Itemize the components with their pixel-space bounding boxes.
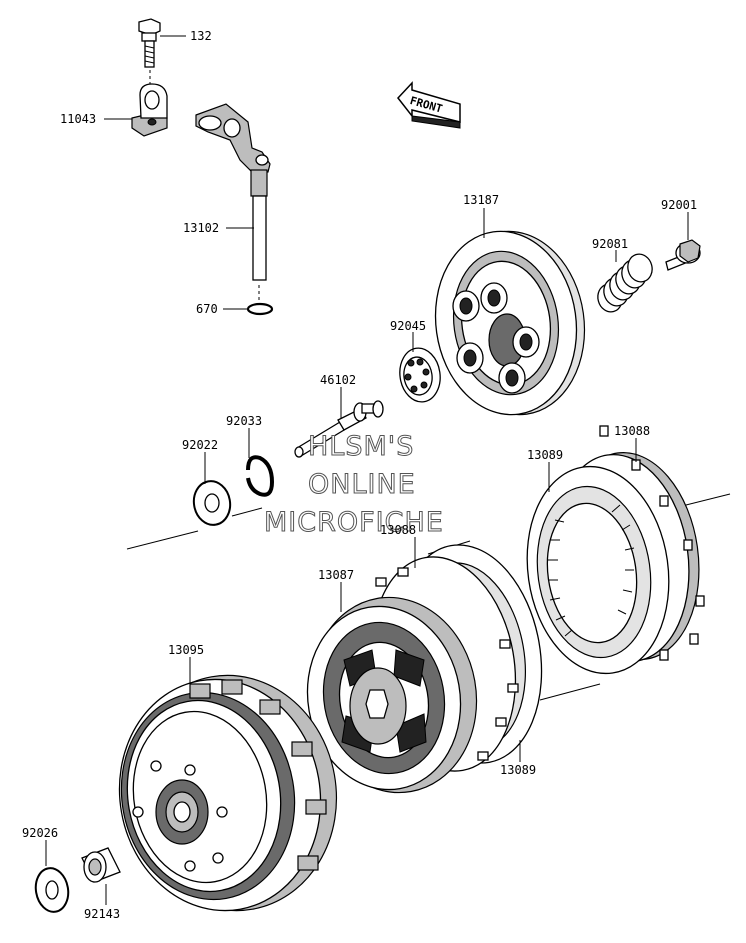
part-label-92026: 92026 xyxy=(22,826,59,840)
part-label-92081: 92081 xyxy=(592,237,629,251)
clutch-hub-13087 xyxy=(306,596,478,794)
part-label-92022: 92022 xyxy=(182,438,219,452)
part-label-670: 670 xyxy=(196,302,218,316)
part-label-13088-top: 13088 xyxy=(614,424,651,438)
push-rod-46102 xyxy=(294,400,384,458)
watermark-line-1: HLSM'S xyxy=(307,431,415,462)
collar-92143 xyxy=(81,847,121,883)
bolt-132 xyxy=(138,18,161,86)
part-label-13089-top: 13089 xyxy=(527,448,564,462)
bolt-92001 xyxy=(665,239,701,271)
part-label-132: 132 xyxy=(190,29,212,43)
part-label-13102: 13102 xyxy=(183,221,220,235)
bracket-11043 xyxy=(131,83,168,137)
part-label-13095: 13095 xyxy=(168,643,205,657)
part-label-92033: 92033 xyxy=(226,414,263,428)
part-label-92045: 92045 xyxy=(390,319,427,333)
part-label-46102: 46102 xyxy=(320,373,357,387)
right-plate-stack xyxy=(526,425,705,675)
watermark-line-3: MICROFICHE xyxy=(264,507,444,538)
washer-92022 xyxy=(192,480,232,526)
circlip-92033 xyxy=(246,455,275,497)
bearing-92045 xyxy=(399,347,441,403)
pressure-plate-13187 xyxy=(434,230,586,416)
part-label-13087: 13087 xyxy=(318,568,355,582)
part-label-13089-bottom: 13089 xyxy=(500,763,537,777)
part-label-13187: 13187 xyxy=(463,193,500,207)
part-label-92143: 92143 xyxy=(84,907,121,921)
part-label-13088-mid: 13088 xyxy=(380,523,417,537)
washer-92026 xyxy=(34,867,70,913)
part-label-11043: 11043 xyxy=(60,112,97,126)
clutch-housing-13095 xyxy=(118,674,338,912)
spring-92081 xyxy=(597,253,653,313)
part-label-92001: 92001 xyxy=(661,198,698,212)
watermark-line-2: ONLINE xyxy=(308,469,416,500)
leader-lines xyxy=(45,35,689,905)
front-arrow-icon xyxy=(397,81,461,129)
o-ring-670 xyxy=(246,302,274,316)
release-shaft-13102 xyxy=(195,103,271,300)
